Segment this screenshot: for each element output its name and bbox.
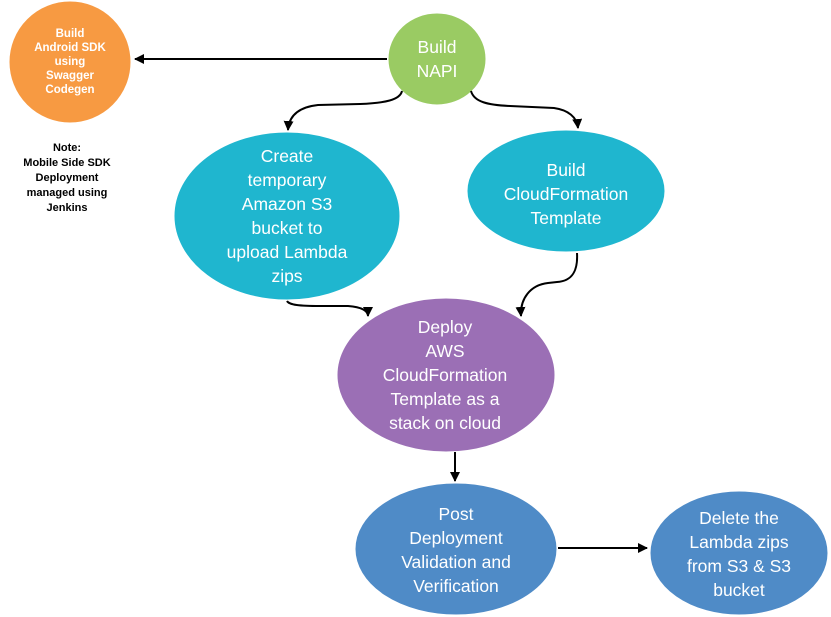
- edge-napi-to-cf-template: [470, 90, 583, 129]
- node-validation-shape: [352, 480, 560, 617]
- edge-napi-to-s3-bucket: [283, 90, 403, 131]
- label-line: managed using: [26, 187, 108, 199]
- edge-cf-template-to-deploy: [515, 252, 579, 317]
- label-line: Jenkins: [46, 202, 88, 214]
- node-cf-template-shape: [464, 127, 668, 255]
- label-line: Note:: [52, 142, 82, 154]
- node-delete-shape: [647, 488, 831, 617]
- label-line: Mobile Side SDK: [23, 157, 111, 169]
- jenkins-note: Note: Mobile Side SDK Deployment managed us…: [10, 141, 124, 216]
- node-deploy-shape: [334, 295, 558, 455]
- edge-s3-bucket-to-deploy: [286, 300, 373, 317]
- label-line: Deployment: [35, 172, 99, 184]
- node-android-sdk-shape: [6, 0, 134, 126]
- node-s3-bucket-shape: [171, 129, 403, 303]
